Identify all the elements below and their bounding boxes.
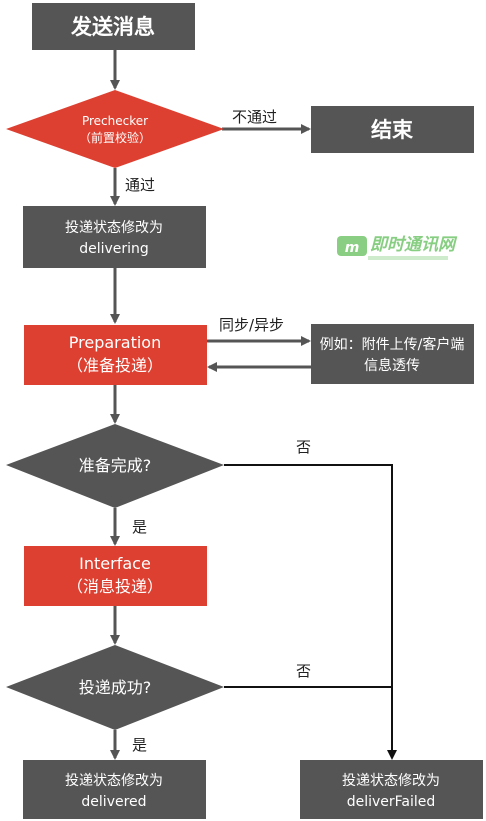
node-status-failed-line1: 投递状态修改为 xyxy=(342,773,440,789)
node-status-delivering-line1: 投递状态修改为 xyxy=(65,220,163,236)
node-preparation-line1: Preparation xyxy=(69,333,161,352)
watermark-logo-text: 即时通讯网 xyxy=(370,235,458,255)
node-deliver-success-label: 投递成功? xyxy=(79,678,152,697)
node-status-delivered: 投递状态修改为 delivered xyxy=(23,760,206,819)
node-status-delivering-line2: delivering xyxy=(79,241,149,257)
edge-label-sync-async: 同步/异步 xyxy=(219,316,284,334)
edge-label-yes-2: 是 xyxy=(132,736,147,754)
node-status-delivering: 投递状态修改为 delivering xyxy=(23,206,206,268)
watermark-logo-letter: m xyxy=(345,240,360,256)
node-prep-done: 准备完成? xyxy=(6,424,224,508)
node-prechecker-line2: （前置校验） xyxy=(79,130,151,145)
edge-label-yes-1: 是 xyxy=(132,518,147,536)
node-example: 例如：附件上传/客户端 信息透传 xyxy=(311,324,474,384)
node-example-line1: 例如：附件上传/客户端 xyxy=(320,336,465,353)
node-preparation-line2: （准备投递） xyxy=(67,356,163,375)
edge-label-fail: 不通过 xyxy=(232,108,277,126)
node-status-delivered-line1: 投递状态修改为 xyxy=(65,773,163,789)
node-interface: Interface （消息投递） xyxy=(24,546,207,606)
node-status-failed-line2: deliverFailed xyxy=(347,794,436,810)
node-preparation: Preparation （准备投递） xyxy=(24,325,207,385)
node-prechecker-line1: Prechecker xyxy=(82,114,148,128)
node-end-label: 结束 xyxy=(371,118,414,142)
node-example-line2: 信息透传 xyxy=(364,357,420,374)
node-interface-line2: （消息投递） xyxy=(67,577,163,596)
node-end: 结束 xyxy=(311,106,474,153)
edge-label-pass: 通过 xyxy=(125,176,155,194)
edge-label-no-1: 否 xyxy=(296,438,311,456)
edge-label-no-2: 否 xyxy=(296,662,311,680)
node-prechecker: Prechecker （前置校验） xyxy=(6,90,224,168)
node-deliver-success: 投递成功? xyxy=(6,645,224,730)
edge-prep-done-no xyxy=(224,464,397,760)
node-send-message: 发送消息 xyxy=(32,3,195,50)
watermark-logo: m 即时通讯网 xyxy=(337,235,458,260)
node-interface-line1: Interface xyxy=(79,554,151,573)
node-status-delivered-line2: delivered xyxy=(81,794,146,810)
node-prep-done-label: 准备完成? xyxy=(79,456,152,475)
node-send-message-label: 发送消息 xyxy=(70,15,155,39)
node-status-failed: 投递状态修改为 deliverFailed xyxy=(300,760,483,819)
